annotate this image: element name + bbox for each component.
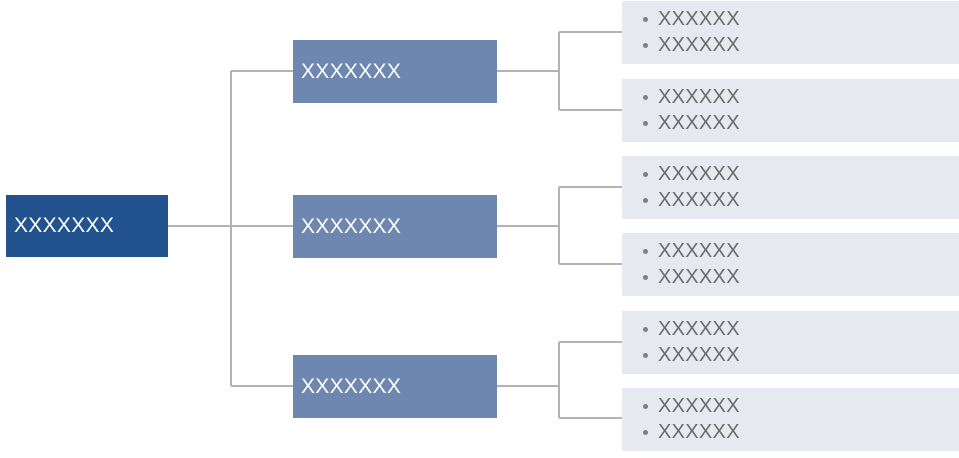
leaf-box-2-2: XXXXXX XXXXXX bbox=[622, 233, 959, 296]
bullet-item: XXXXXX bbox=[622, 316, 959, 342]
bullet-icon bbox=[643, 353, 648, 358]
bullet-item: XXXXXX bbox=[622, 84, 959, 110]
bullet-icon bbox=[643, 17, 648, 22]
leaf-box-1-2: XXXXXX XXXXXX bbox=[622, 79, 959, 142]
bullet-item: XXXXXX bbox=[622, 264, 959, 290]
bullet-icon bbox=[643, 198, 648, 203]
bullet-item: XXXXXX bbox=[622, 32, 959, 58]
bullet-item: XXXXXX bbox=[622, 419, 959, 445]
bullet-item-text: XXXXXX bbox=[658, 34, 740, 56]
branch-node-label: XXXXXXX bbox=[301, 59, 402, 83]
bullet-icon bbox=[643, 430, 648, 435]
bullet-item: XXXXXX bbox=[622, 238, 959, 264]
bullet-item-text: XXXXXX bbox=[658, 8, 740, 30]
bullet-item-text: XXXXXX bbox=[658, 421, 740, 443]
bullet-item-text: XXXXXX bbox=[658, 266, 740, 288]
bullet-icon bbox=[643, 43, 648, 48]
bullet-item: XXXXXX bbox=[622, 187, 959, 213]
bullet-item: XXXXXX bbox=[622, 393, 959, 419]
bullet-item: XXXXXX bbox=[622, 110, 959, 136]
bullet-icon bbox=[643, 275, 648, 280]
root-node-label: XXXXXXX bbox=[14, 214, 115, 237]
leaf-box-2-1: XXXXXX XXXXXX bbox=[622, 156, 959, 219]
bullet-icon bbox=[643, 249, 648, 254]
branch-node-2: XXXXXXX bbox=[293, 195, 497, 258]
bullet-item-text: XXXXXX bbox=[658, 240, 740, 262]
bullet-icon bbox=[643, 121, 648, 126]
bullet-icon bbox=[643, 172, 648, 177]
bullet-icon bbox=[643, 404, 648, 409]
bullet-item: XXXXXX bbox=[622, 6, 959, 32]
bullet-item-text: XXXXXX bbox=[658, 318, 740, 340]
branch-node-label: XXXXXXX bbox=[301, 214, 402, 238]
bullet-item: XXXXXX bbox=[622, 342, 959, 368]
bullet-icon bbox=[643, 327, 648, 332]
branch-node-3: XXXXXXX bbox=[293, 355, 497, 418]
bullet-item-text: XXXXXX bbox=[658, 86, 740, 108]
bullet-item-text: XXXXXX bbox=[658, 163, 740, 185]
branch-node-label: XXXXXXX bbox=[301, 374, 402, 398]
root-node: XXXXXXX bbox=[6, 195, 168, 257]
bullet-item: XXXXXX bbox=[622, 161, 959, 187]
leaf-box-3-1: XXXXXX XXXXXX bbox=[622, 311, 959, 374]
bullet-item-text: XXXXXX bbox=[658, 395, 740, 417]
bullet-icon bbox=[643, 95, 648, 100]
bullet-item-text: XXXXXX bbox=[658, 344, 740, 366]
leaf-box-3-2: XXXXXX XXXXXX bbox=[622, 388, 959, 451]
bullet-item-text: XXXXXX bbox=[658, 189, 740, 211]
bullet-item-text: XXXXXX bbox=[658, 112, 740, 134]
branch-node-1: XXXXXXX bbox=[293, 40, 497, 103]
leaf-box-1-1: XXXXXX XXXXXX bbox=[622, 1, 959, 64]
